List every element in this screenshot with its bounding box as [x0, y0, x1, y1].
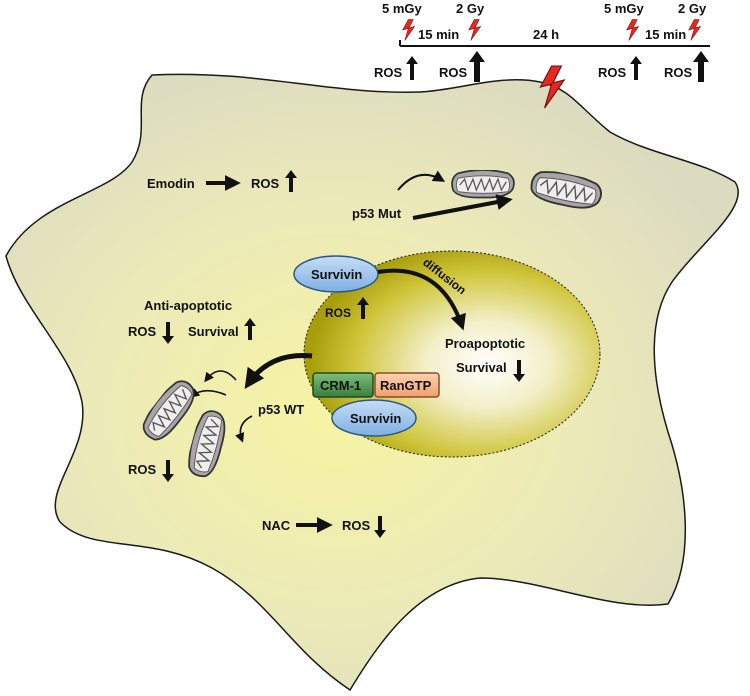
ros-label: ROS	[598, 65, 627, 80]
mito-ros-label: ROS	[128, 462, 157, 477]
interval-label: 24 h	[533, 27, 559, 42]
p53-mut-curve-arrow	[397, 170, 446, 191]
p53-mut-label: p53 Mut	[352, 206, 402, 221]
rangtp-box	[374, 372, 440, 398]
up-arrow-icon	[244, 318, 256, 340]
dose-label: 2 Gy	[678, 1, 707, 16]
export-arrow	[244, 353, 313, 389]
lightning-icon	[402, 19, 415, 41]
curve-arrow	[204, 370, 237, 383]
crm1-box	[312, 372, 374, 398]
lightning-icon	[468, 19, 481, 41]
survivin-top-label: Survivin	[311, 267, 362, 282]
timeline: 5 mGy 2 Gy 5 mGy 2 Gy 15 min 24 h 15 min…	[374, 1, 710, 109]
emodin-label: Emodin	[147, 176, 195, 191]
nac-label: NAC	[262, 518, 291, 533]
down-arrow-icon	[513, 360, 525, 382]
p53-mut-arrow	[412, 194, 513, 220]
rangtp-label: RanGTP	[380, 378, 432, 393]
interval-label: 15 min	[418, 27, 459, 42]
up-arrow-icon	[406, 56, 418, 80]
ros-label: ROS	[664, 65, 693, 80]
emodin-ros-label: ROS	[251, 176, 280, 191]
up-arrow-icon	[693, 51, 709, 82]
dose-label: 5 mGy	[382, 1, 423, 16]
proapoptotic-survival-label: Survival	[456, 360, 507, 375]
up-arrow-icon	[357, 297, 369, 319]
down-arrow-icon	[162, 322, 174, 344]
anti-apoptotic-label: Anti-apoptotic	[144, 298, 232, 313]
dose-label: 5 mGy	[604, 1, 645, 16]
interval-label: 15 min	[645, 27, 686, 42]
ros-label: ROS	[439, 65, 468, 80]
mitochondrion-icon	[451, 170, 515, 199]
survivin-top	[293, 255, 379, 293]
crm1-label: CRM-1	[320, 378, 361, 393]
ros-label: ROS	[374, 65, 403, 80]
anti-ros-label: ROS	[128, 324, 157, 339]
curve-arrow	[235, 415, 253, 443]
p53-wt-label: p53 WT	[258, 402, 304, 417]
up-arrow-icon	[630, 56, 642, 80]
lightning-icon	[688, 19, 701, 41]
anti-survival-label: Survival	[188, 324, 239, 339]
up-arrow-icon	[285, 170, 297, 192]
lightning-icon	[626, 19, 639, 41]
dose-label: 2 Gy	[456, 1, 485, 16]
survivin-bottom	[331, 399, 417, 437]
survivin-bottom-label: Survivin	[350, 411, 401, 426]
proapoptotic-label: Proapoptotic	[445, 336, 525, 351]
diffusion-arrow	[377, 268, 466, 331]
down-arrow-icon	[162, 460, 174, 482]
down-arrow-icon	[374, 516, 386, 538]
up-arrow-icon	[469, 51, 485, 82]
nucleus-ros-label: ROS	[325, 306, 351, 320]
nac-ros-label: ROS	[342, 518, 371, 533]
